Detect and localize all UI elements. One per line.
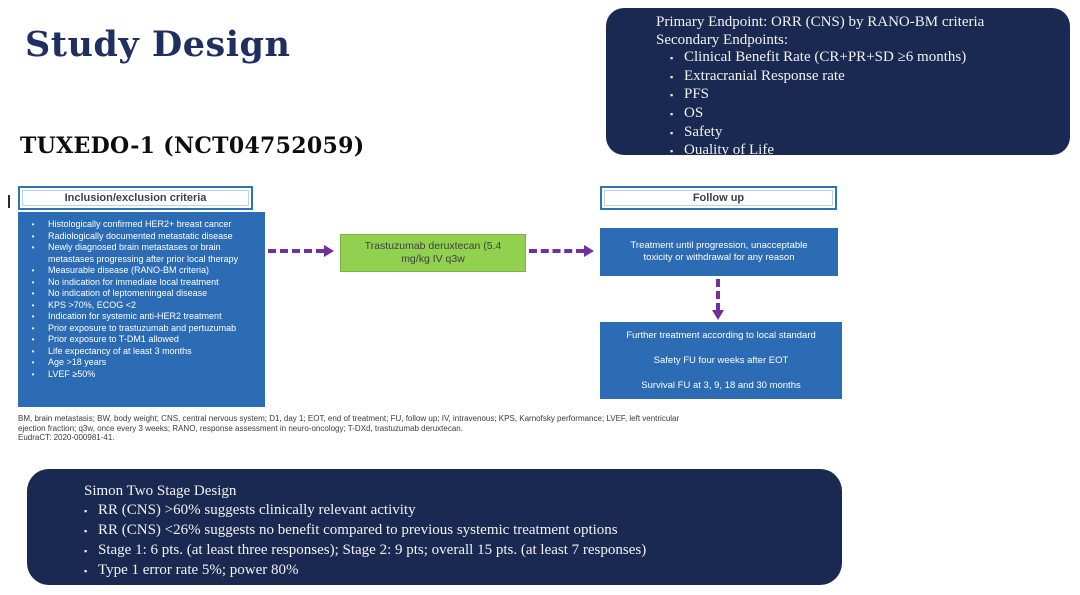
criteria-item-label: Histologically confirmed HER2+ breast ca…: [48, 219, 232, 229]
endpoint-item: ▪ PFS: [656, 86, 1060, 105]
endpoint-item: ▪ Safety: [656, 124, 1060, 143]
stray-mark: [8, 195, 10, 208]
square-bullet-icon: ▪: [670, 53, 674, 64]
simon-design-item-label: RR (CNS) <26% suggests no benefit compar…: [98, 522, 618, 538]
criteria-item: • Life expectancy of at least 3 months: [18, 346, 262, 358]
square-bullet-icon: ▪: [84, 546, 88, 556]
post-treatment-line: Survival FU at 3, 9, 18 and 30 months: [641, 380, 801, 391]
square-bullet-icon: ▪: [670, 108, 674, 119]
endpoint-item-label: PFS: [684, 86, 710, 103]
criteria-box: • Histologically confirmed HER2+ breast c…: [18, 212, 265, 407]
criteria-item-label: Age >18 years: [48, 357, 107, 367]
simon-design-heading: Simon Two Stage Design: [84, 483, 237, 499]
treatment-until-progression-box: Treatment until progression, unacceptabl…: [600, 228, 838, 276]
criteria-item-label: No indication for immediate local treatm…: [48, 276, 219, 287]
simon-design-item: ▪ Type 1 error rate 5%; power 80%: [84, 561, 822, 581]
treatment-box: Trastuzumab deruxtecan (5.4 mg/kg IV q3w: [340, 234, 526, 272]
criteria-item: • No indication of leptomeningeal disease: [18, 288, 262, 300]
square-bullet-icon: ▪: [84, 526, 88, 536]
dot-bullet-icon: •: [31, 346, 35, 356]
criteria-item-label: Life expectancy of at least 3 months: [48, 345, 192, 356]
square-bullet-icon: ▪: [670, 127, 674, 138]
square-bullet-icon: ▪: [84, 566, 88, 576]
criteria-item-label: Radiologically documented metastatic dis…: [48, 230, 233, 241]
post-treatment-line: Further treatment according to local sta…: [626, 330, 816, 341]
endpoints-box: Primary Endpoint: ORR (CNS) by RANO-BM c…: [606, 8, 1070, 155]
simon-design-item-label: RR (CNS) >60% suggests clinically releva…: [98, 502, 416, 518]
criteria-item: • Indication for systemic anti-HER2 treat…: [18, 311, 262, 323]
criteria-item-label: KPS >70%, ECOG <2: [48, 299, 137, 310]
dot-bullet-icon: •: [31, 358, 35, 367]
criteria-item: • KPS >70%, ECOG <2: [18, 300, 262, 312]
criteria-item-label: Measurable disease (RANO-BM criteria): [48, 265, 210, 275]
dashed-arrow-line-vertical: [716, 279, 720, 311]
arrowhead-down-icon: [712, 310, 724, 320]
arrowhead-right-icon: [324, 245, 334, 257]
dot-bullet-icon: •: [31, 369, 35, 379]
endpoint-item: ▪ Ouality of Life: [656, 142, 1060, 155]
dot-bullet-icon: •: [31, 220, 35, 229]
dot-bullet-icon: •: [31, 335, 35, 344]
trial-name-heading: TUXEDO-1 (NCT04752059): [20, 133, 365, 159]
inclusion-exclusion-header: Inclusion/exclusion criteria: [18, 186, 253, 210]
endpoint-item-label: OS: [684, 104, 704, 121]
criteria-item: • Radiologically documented metastatic di…: [18, 231, 262, 243]
simon-design-item-label: Stage 1: 6 pts. (at least three response…: [98, 542, 647, 558]
dot-bullet-icon: •: [31, 231, 35, 241]
endpoint-item-label: Safety: [684, 123, 723, 140]
footnote-line: BM, brain metastasis; BW, body weight; C…: [18, 414, 680, 423]
endpoint-item: ▪ OS: [656, 105, 1060, 124]
followup-header: Follow up: [600, 186, 837, 210]
criteria-item: • Newly diagnosed brain metastases or bra…: [18, 242, 262, 265]
simon-design-item-label: Type 1 error rate 5%; power 80%: [98, 562, 299, 578]
post-treatment-line: Safety FU four weeks after EOT: [653, 355, 789, 366]
simon-design-box: Simon Two Stage Design ▪ RR (CNS) >60% s…: [27, 469, 842, 585]
square-bullet-icon: ▪: [670, 146, 674, 155]
criteria-item-label: Newly diagnosed brain metastases or brai…: [48, 242, 239, 264]
criteria-item: • No indication for immediate local treat…: [18, 277, 262, 289]
endpoint-item: ▪ Extracranial Response rate: [656, 68, 1060, 87]
footnote-line: EudraCT: 2020-000981-41.: [18, 433, 115, 443]
criteria-item-label: LVEF ≥50%: [48, 368, 96, 379]
criteria-item-label: Prior exposure to T-DM1 allowed: [48, 334, 179, 344]
square-bullet-icon: ▪: [84, 506, 88, 516]
criteria-item: • Histologically confirmed HER2+ breast c…: [18, 219, 262, 231]
criteria-item-label: No indication of leptomeningeal disease: [48, 288, 208, 298]
dot-bullet-icon: •: [31, 243, 35, 252]
footnote-line: ejection fraction; q3w, once every 3 wee…: [18, 423, 463, 433]
dot-bullet-icon: •: [31, 312, 35, 321]
criteria-item: • Prior exposure to trastuzumab and pertu…: [18, 323, 262, 335]
secondary-endpoints-label: Secondary Endpoints:: [656, 31, 789, 48]
endpoint-item-label: Extracranial Response rate: [684, 67, 845, 84]
endpoint-item-label: Ouality of Life: [684, 142, 774, 155]
dot-bullet-icon: •: [31, 300, 35, 310]
criteria-item: • Age >18 years: [18, 357, 262, 369]
square-bullet-icon: ▪: [670, 90, 674, 101]
criteria-item: • Prior exposure to T-DM1 allowed: [18, 334, 262, 346]
square-bullet-icon: ▪: [670, 71, 674, 82]
simon-design-item: ▪ Stage 1: 6 pts. (at least three respon…: [84, 541, 822, 561]
endpoint-item-label: Clinical Benefit Rate (CR+PR+SD ≥6 month…: [684, 49, 967, 66]
page-title: Study Design: [25, 24, 291, 65]
endpoint-item: ▪ Clinical Benefit Rate (CR+PR+SD ≥6 mon…: [656, 49, 1060, 68]
primary-endpoint-text: Primary Endpoint: ORR (CNS) by RANO-BM c…: [656, 14, 985, 30]
criteria-item: • Measurable disease (RANO-BM criteria): [18, 265, 262, 277]
dashed-arrow-line: [529, 249, 584, 253]
criteria-item-label: Indication for systemic anti-HER2 treatm…: [48, 311, 222, 321]
post-treatment-box: Further treatment according to local sta…: [600, 322, 842, 399]
dot-bullet-icon: •: [31, 323, 35, 333]
abbreviations-footnote: BM, brain metastasis; BW, body weight; C…: [18, 414, 798, 443]
simon-design-item: ▪ RR (CNS) >60% suggests clinically rele…: [84, 501, 822, 521]
dot-bullet-icon: •: [31, 266, 35, 275]
criteria-item: • LVEF ≥50%: [18, 369, 262, 381]
dot-bullet-icon: •: [31, 277, 35, 287]
simon-design-item: ▪ RR (CNS) <26% suggests no benefit comp…: [84, 521, 822, 541]
dot-bullet-icon: •: [31, 289, 35, 298]
arrowhead-right-icon: [584, 245, 594, 257]
treatment-label-line2: mg/kg IV q3w: [401, 253, 465, 265]
treatment-label-line1: Trastuzumab deruxtecan (5.4: [364, 240, 502, 252]
dashed-arrow-line: [268, 249, 324, 253]
criteria-item-label: Prior exposure to trastuzumab and pertuz…: [48, 322, 237, 333]
